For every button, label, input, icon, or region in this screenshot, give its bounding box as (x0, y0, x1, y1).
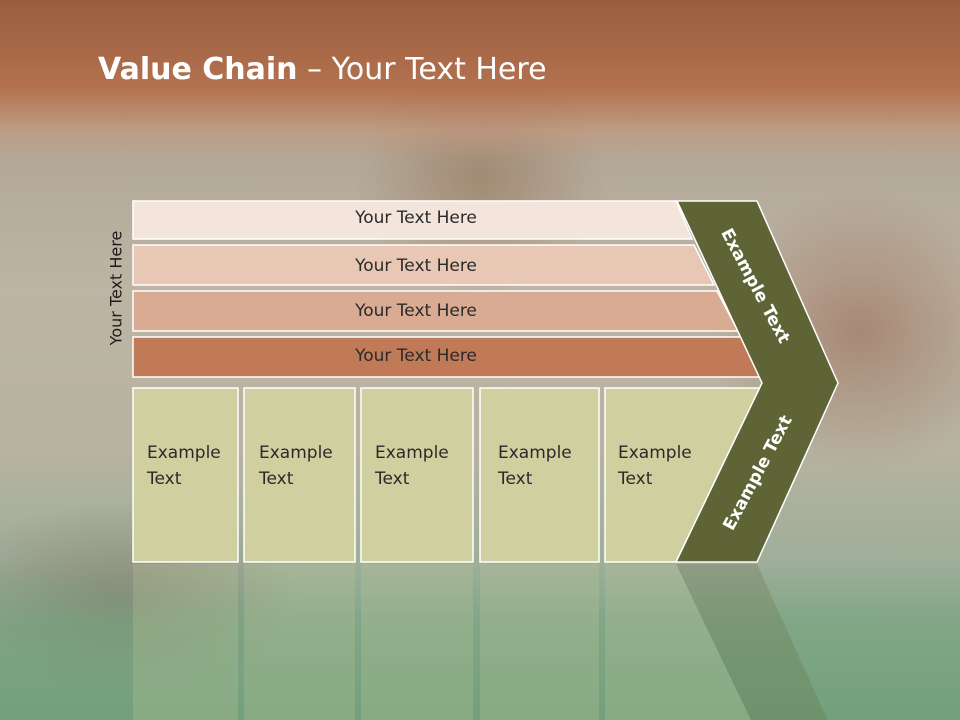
title-rest: – Your Text Here (297, 52, 547, 87)
cell-4-line1: Example (498, 443, 572, 463)
page-title: Value Chain – Your Text Here (98, 52, 547, 87)
row-bar-2[interactable] (132, 244, 716, 286)
row-label-3: Your Text Here (355, 301, 477, 321)
row-bar-1[interactable] (132, 200, 694, 240)
cell-3-line1: Example (375, 443, 449, 463)
row-label-2: Your Text Here (355, 256, 477, 276)
row-label-4: Your Text Here (355, 346, 477, 366)
title-bold: Value Chain (98, 52, 298, 87)
cell-5-line1: Example (618, 443, 692, 463)
cell-3-line2: Text (375, 469, 410, 489)
cell-5-line2: Text (618, 469, 653, 489)
cell-4[interactable] (479, 387, 600, 563)
cell-1[interactable] (132, 387, 239, 563)
cell-3[interactable] (360, 387, 474, 563)
header-band (0, 0, 960, 160)
cell-1-line1: Example (147, 443, 221, 463)
cell-4-line2: Text (498, 469, 533, 489)
chevron-arrow[interactable] (674, 200, 839, 563)
cell-2-line1: Example (259, 443, 333, 463)
cell-2-line2: Text (259, 469, 294, 489)
cell-1-line2: Text (147, 469, 182, 489)
cell-2[interactable] (243, 387, 356, 563)
roulette-table-felt (0, 560, 960, 720)
row-label-1: Your Text Here (355, 208, 477, 228)
